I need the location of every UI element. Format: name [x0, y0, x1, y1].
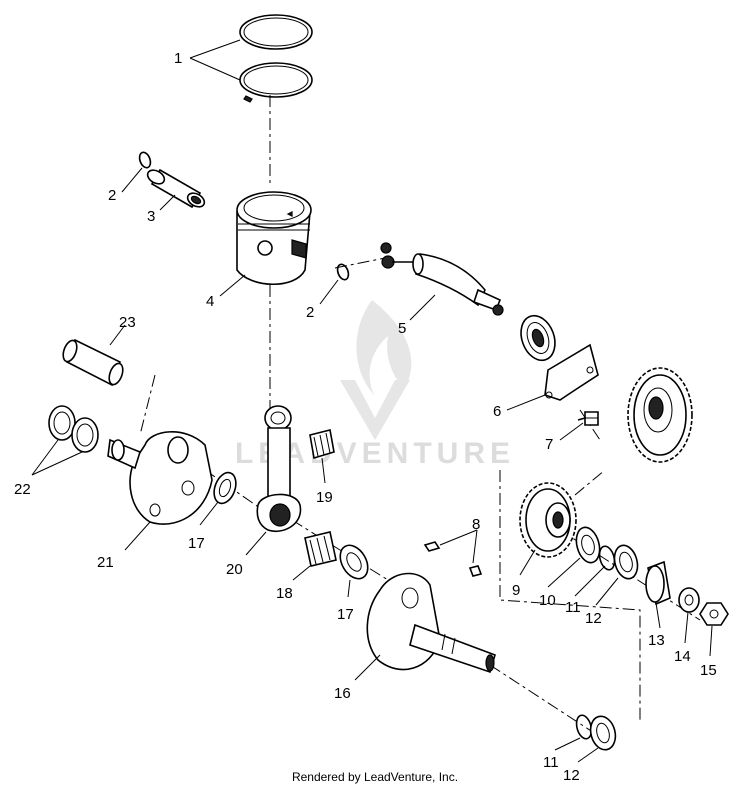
piston-rings	[239, 14, 313, 103]
o-ring-upper	[598, 545, 616, 571]
retainer-bolt	[577, 411, 599, 426]
callout-12-upper: 12	[585, 610, 602, 627]
thrust-washer-left	[213, 471, 237, 505]
small-end-bearing	[309, 429, 335, 460]
callout-14: 14	[674, 648, 691, 665]
callout-18: 18	[276, 585, 293, 602]
callout-19: 19	[316, 489, 333, 506]
callout-4: 4	[206, 293, 214, 310]
balancer-bearing	[520, 314, 556, 362]
callout-8: 8	[472, 516, 480, 533]
callout-11-lower: 11	[543, 754, 559, 771]
callout-1: 1	[174, 50, 182, 67]
woodruff-keys	[423, 541, 483, 577]
callout-21: 21	[97, 554, 114, 571]
lock-nut	[645, 560, 671, 606]
callout-5: 5	[398, 320, 406, 337]
piston-pin-circlip	[138, 151, 350, 281]
plain-washer	[678, 587, 700, 613]
collar-upper	[613, 544, 639, 580]
callout-7: 7	[545, 436, 553, 453]
callout-12-lower: 12	[563, 767, 580, 784]
leader-lines	[31, 39, 713, 763]
balancer-shaft	[380, 242, 504, 316]
callout-2-lower: 2	[306, 304, 314, 321]
thrust-washer	[575, 526, 601, 564]
callout-labels: 1 2 2 3 4 5 6 7 8 9 10 11 11 12 12 13 14…	[14, 50, 717, 784]
callout-22: 22	[14, 481, 31, 498]
callout-23: 23	[119, 314, 136, 331]
crankshaft-left-half	[107, 431, 213, 525]
crank-pin	[62, 338, 124, 387]
callout-16: 16	[334, 685, 351, 702]
collar-lower	[589, 715, 617, 751]
footer-credit: Rendered by LeadVenture, Inc.	[291, 770, 459, 784]
callout-10: 10	[539, 592, 556, 609]
callout-11-upper: 11	[565, 599, 581, 616]
crankshaft-oil-seals	[48, 405, 99, 453]
crankshaft-drive-gear	[519, 482, 577, 558]
callout-13: 13	[648, 632, 665, 649]
callout-9: 9	[512, 582, 520, 599]
thrust-washer-right	[339, 544, 369, 580]
callout-17-right: 17	[337, 606, 354, 623]
connecting-rod	[256, 405, 302, 532]
big-end-bearing	[304, 531, 337, 567]
callout-3: 3	[147, 208, 155, 225]
balancer-driven-gear	[627, 367, 693, 463]
callout-15: 15	[700, 662, 717, 679]
callout-6: 6	[493, 403, 501, 420]
piston	[236, 191, 312, 286]
hex-nut	[699, 602, 729, 626]
callout-2-upper: 2	[108, 187, 116, 204]
crankshaft-right-half	[366, 572, 496, 674]
callout-20: 20	[226, 561, 243, 578]
callout-17-left: 17	[188, 535, 205, 552]
piston-pin	[146, 168, 206, 209]
